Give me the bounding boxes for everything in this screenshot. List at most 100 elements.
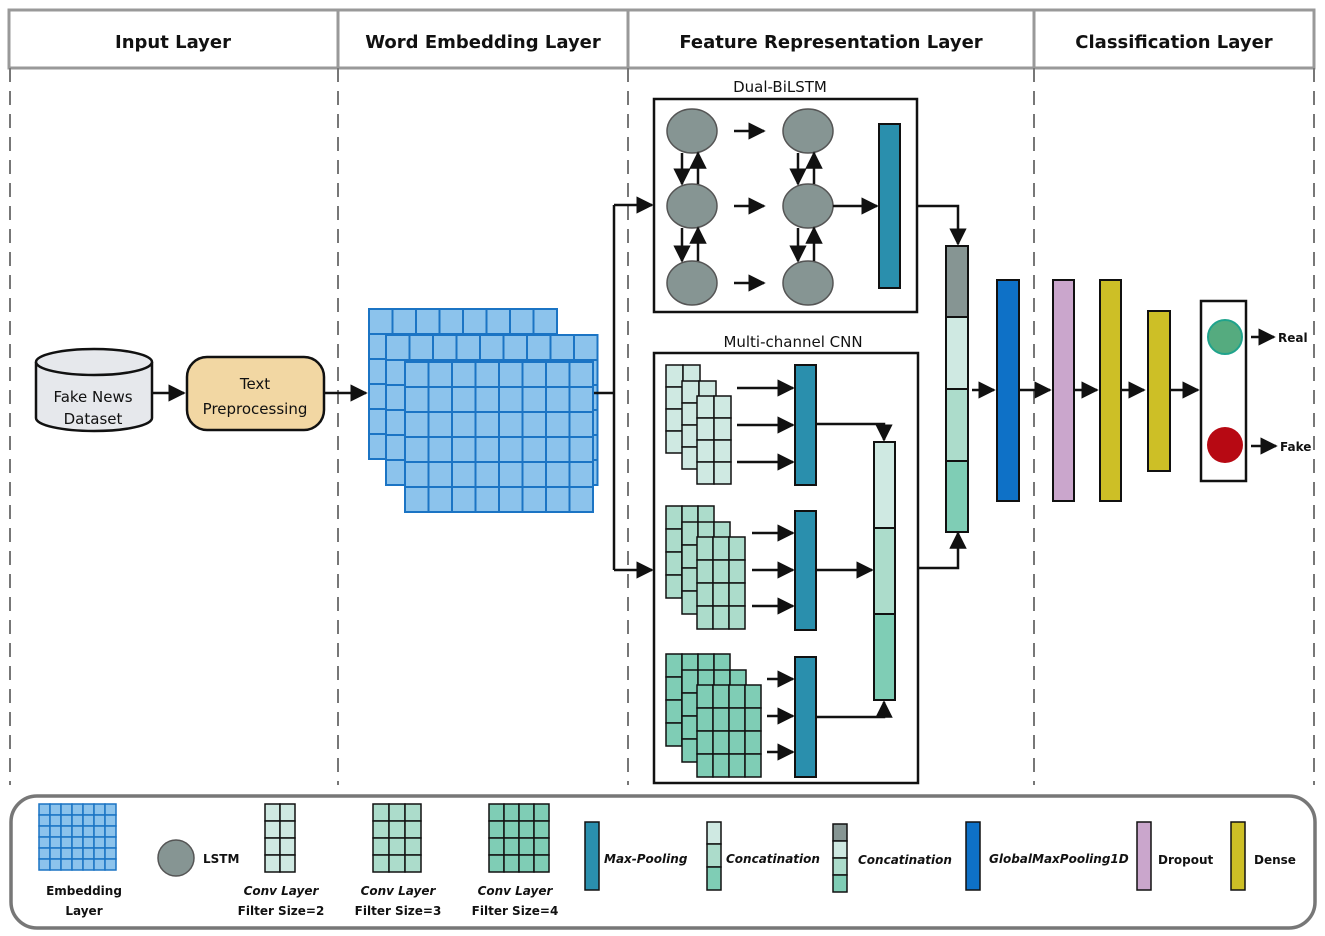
legend-dropout-icon (1136, 821, 1152, 891)
grid-cell (696, 417, 715, 441)
grid-cell (388, 820, 406, 839)
grid-cell (93, 803, 106, 816)
grid-cell (545, 461, 571, 488)
column-dividers (9, 68, 1315, 785)
grid-cell (728, 730, 746, 755)
grid-cell (38, 803, 51, 816)
grid-cell (60, 825, 73, 838)
legend-concat2-label: Concatination (858, 853, 952, 867)
grid-cell (488, 837, 505, 856)
grid-cell (521, 386, 547, 413)
grid-cell (264, 803, 281, 822)
grid-cell (279, 820, 296, 839)
arrow-embedding-split (594, 196, 654, 579)
grid-cell (712, 707, 730, 732)
grid-cell (60, 847, 73, 860)
grid-cell (713, 417, 732, 441)
feature-map-front (696, 395, 732, 485)
grid-cell (93, 858, 106, 871)
grid-cell (681, 738, 699, 763)
grid-cell (474, 486, 500, 513)
legend-concat1-segment (706, 866, 722, 891)
grid-cell (93, 814, 106, 827)
grid-cell (60, 836, 73, 849)
grid-cell (521, 411, 547, 438)
grid-cell (696, 730, 714, 755)
header-input-layer: Input Layer (115, 32, 231, 53)
lstm-node (666, 260, 718, 306)
legend-conv3-label-2: Filter Size=3 (355, 904, 442, 918)
grid-cell (521, 486, 547, 513)
grid-cell (485, 308, 511, 335)
grid-cell (744, 707, 762, 732)
grid-cell (451, 361, 477, 388)
cnn-max-pooling-bar (794, 656, 817, 778)
legend-embedding-icon (38, 803, 117, 871)
grid-cell (728, 582, 746, 607)
feature-map-front (696, 684, 762, 778)
grid-cell (665, 574, 683, 599)
grid-cell (696, 707, 714, 732)
grid-cell (372, 803, 390, 822)
cnn-channel-filter-4 (665, 653, 817, 778)
grid-cell (665, 505, 683, 530)
grid-cell (503, 854, 520, 873)
grid-cell (503, 803, 520, 822)
grid-cell (279, 803, 296, 822)
grid-cell (60, 803, 73, 816)
grid-cell (49, 814, 62, 827)
grid-cell (728, 684, 746, 709)
grid-cell (713, 461, 732, 485)
grid-cell (681, 692, 699, 717)
grid-cell (568, 436, 594, 463)
grid-cell (71, 858, 84, 871)
grid-cell (451, 411, 477, 438)
lstm-node (782, 183, 834, 229)
legend-labels: Embedding Layer LSTM Conv Layer Filter S… (46, 852, 1296, 918)
grid-cell (82, 836, 95, 849)
grid-cell (71, 814, 84, 827)
dropout-bar (1052, 279, 1075, 502)
grid-cell (104, 858, 117, 871)
grid-cell (451, 386, 477, 413)
legend-conv4-label-2: Filter Size=4 (472, 904, 559, 918)
grid-cell (665, 676, 683, 701)
lstm-node (782, 260, 834, 306)
dual-bilstm-title: Dual-BiLSTM (733, 78, 827, 96)
legend-maxpool-label: Max-Pooling (604, 852, 688, 866)
grid-cell (545, 436, 571, 463)
bilstm-nodes (666, 108, 879, 306)
grid-cell (665, 408, 684, 432)
grid-cell (696, 461, 715, 485)
grid-cell (49, 847, 62, 860)
grid-cell (427, 361, 453, 388)
grid-cell (38, 814, 51, 827)
multichannel-cnn-title: Multi-channel CNN (723, 333, 862, 351)
grid-cell (712, 582, 730, 607)
grid-cell (728, 605, 746, 630)
grid-cell (545, 386, 571, 413)
legend-box (9, 794, 1317, 930)
grid-cell (665, 722, 683, 747)
dataset-cylinder-icon: Fake News Dataset (34, 347, 154, 433)
legend-dropout-label: Dropout (1158, 853, 1214, 867)
grid-cell (681, 521, 699, 546)
legend-concat2-segment (832, 874, 848, 893)
grid-cell (451, 486, 477, 513)
column-header-row: Input Layer Word Embedding Layer Feature… (7, 8, 1316, 70)
grid-cell (681, 544, 699, 569)
grid-cell (82, 847, 95, 860)
grid-cell (404, 461, 430, 488)
grid-cell (521, 461, 547, 488)
grid-cell (104, 847, 117, 860)
legend-lstm-icon (157, 839, 195, 877)
grid-cell (462, 308, 488, 335)
legend-embedding-label-1: Embedding (46, 884, 122, 898)
header-classification-layer: Classification Layer (1075, 32, 1273, 53)
grid-cell (408, 334, 434, 361)
grid-cell (264, 837, 281, 856)
legend-concat1-segment (706, 821, 722, 845)
grid-cell (82, 803, 95, 816)
dataset-label-line2: Dataset (64, 410, 123, 428)
grid-cell (427, 386, 453, 413)
